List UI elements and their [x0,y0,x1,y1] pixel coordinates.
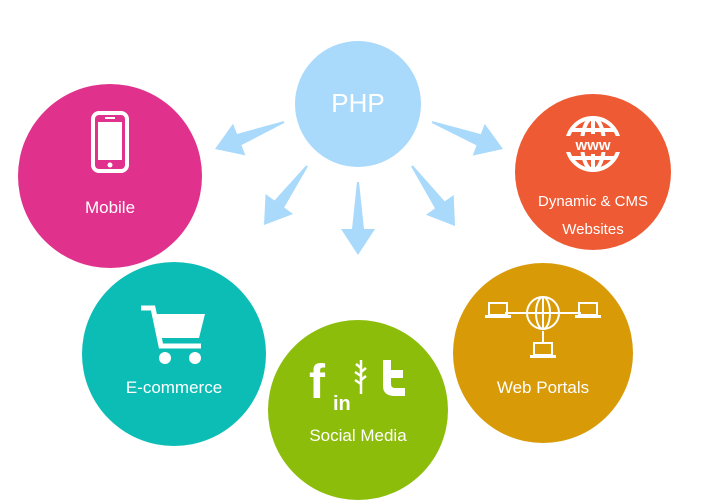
dynamic-cms-node: www Dynamic & CMS Websites [515,94,671,250]
social-label: Social Media [309,426,407,445]
vine-icon [354,360,367,394]
ecommerce-label: E-commerce [125,378,223,397]
php-center-node: PHP [295,41,421,167]
twitter-icon [383,360,405,396]
arrow-3 [341,182,375,255]
facebook-icon: f [309,356,326,409]
linkedin-icon: in [333,393,351,414]
smartphone-icon [91,111,129,173]
network-icon [485,296,601,358]
svg-text:www: www [574,137,610,154]
social-media-node: f in Social Media [268,320,448,500]
web-portals-label: Web Portals [496,378,590,397]
shopping-cart-icon [141,305,205,364]
social-icons: f in [309,356,405,414]
dynamic-label-line1: Dynamic & CMS [537,193,649,210]
arrow-2 [264,165,308,225]
php-label: PHP [331,88,385,118]
ecommerce-node: E-commerce [82,262,266,446]
mobile-node: Mobile [18,84,202,268]
mobile-label: Mobile [84,198,136,217]
www-globe-icon: www [563,116,623,172]
arrow-1 [215,121,285,156]
arrow-5 [431,121,503,156]
web-portals-node: Web Portals [453,263,633,443]
dynamic-label-line2: Websites [562,221,624,238]
arrow-4 [411,165,455,226]
